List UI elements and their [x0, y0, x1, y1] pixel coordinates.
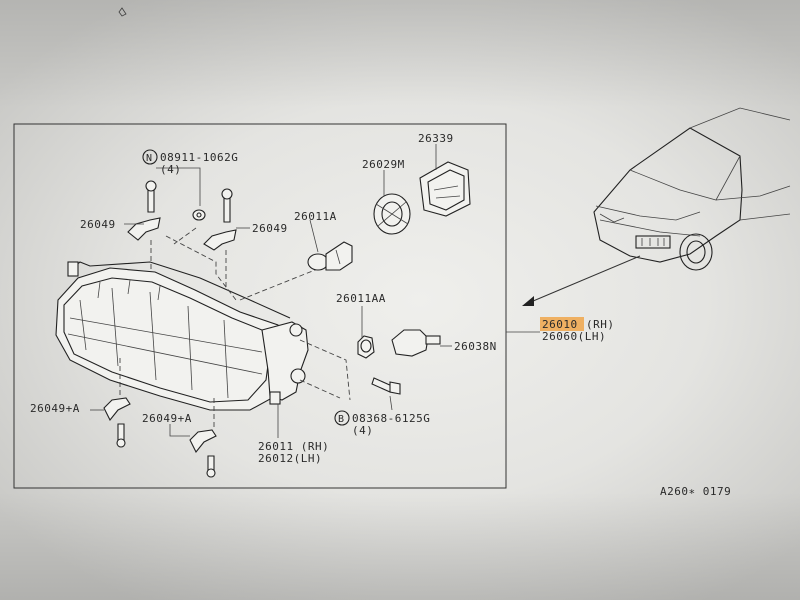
label-headlamp-lh: 26012(LH): [258, 452, 322, 465]
figure-code: A260∗ 0179: [660, 485, 731, 498]
socket-cover-part: [419, 161, 471, 217]
diagram-frame: [13, 123, 507, 489]
label-bulb-main: 26011A: [294, 210, 337, 223]
label-bracket-right: 26049: [252, 222, 288, 235]
small-bulb-part: [357, 335, 375, 359]
circle-b-letter: B: [338, 414, 345, 425]
circle-n-badge: [142, 149, 158, 165]
arrow-head-icon: [522, 296, 534, 306]
highlight-26010: [540, 317, 584, 331]
label-cap: 26029M: [362, 158, 405, 171]
label-assy-lh: 26060(LH): [542, 330, 606, 343]
bracket-left-part: [127, 180, 161, 241]
bracket-right-part: [203, 188, 237, 251]
pointer-arrow: [525, 255, 641, 305]
main-bulb-part: [307, 241, 353, 271]
label-assy-rh-side: (RH): [586, 318, 615, 331]
label-bracket-left: 26049: [80, 218, 116, 231]
label-socket-cover: 26339: [418, 132, 454, 145]
circle-n-letter: N: [146, 153, 153, 164]
label-bolt-a: 08911-1062G: [160, 151, 238, 164]
bracket-lower-2-part: [189, 429, 217, 478]
label-bracket-lower-1: 26049+A: [30, 402, 80, 415]
corner-mark: [118, 7, 127, 17]
headlamp-assembly: [55, 261, 309, 411]
washer-part: [192, 209, 206, 221]
label-bolt-b-qty: (4): [352, 424, 373, 437]
label-assy-rh-code: 26010: [542, 318, 578, 331]
car-sketch: [593, 107, 791, 271]
cap-part: [373, 193, 411, 235]
label-socket-small: 26038N: [454, 340, 497, 353]
bolt-b-part: [371, 377, 401, 395]
label-headlamp-rh: 26011 (RH): [258, 440, 329, 453]
label-bulb-small: 26011AA: [336, 292, 386, 305]
small-socket-part: [391, 329, 441, 357]
label-bolt-a-qty: (4): [160, 163, 181, 176]
label-bracket-lower-2: 26049+A: [142, 412, 192, 425]
circle-b-badge: [334, 410, 350, 426]
bracket-lower-1-part: [103, 397, 131, 448]
label-bolt-b: 08368-6125G: [352, 412, 430, 425]
